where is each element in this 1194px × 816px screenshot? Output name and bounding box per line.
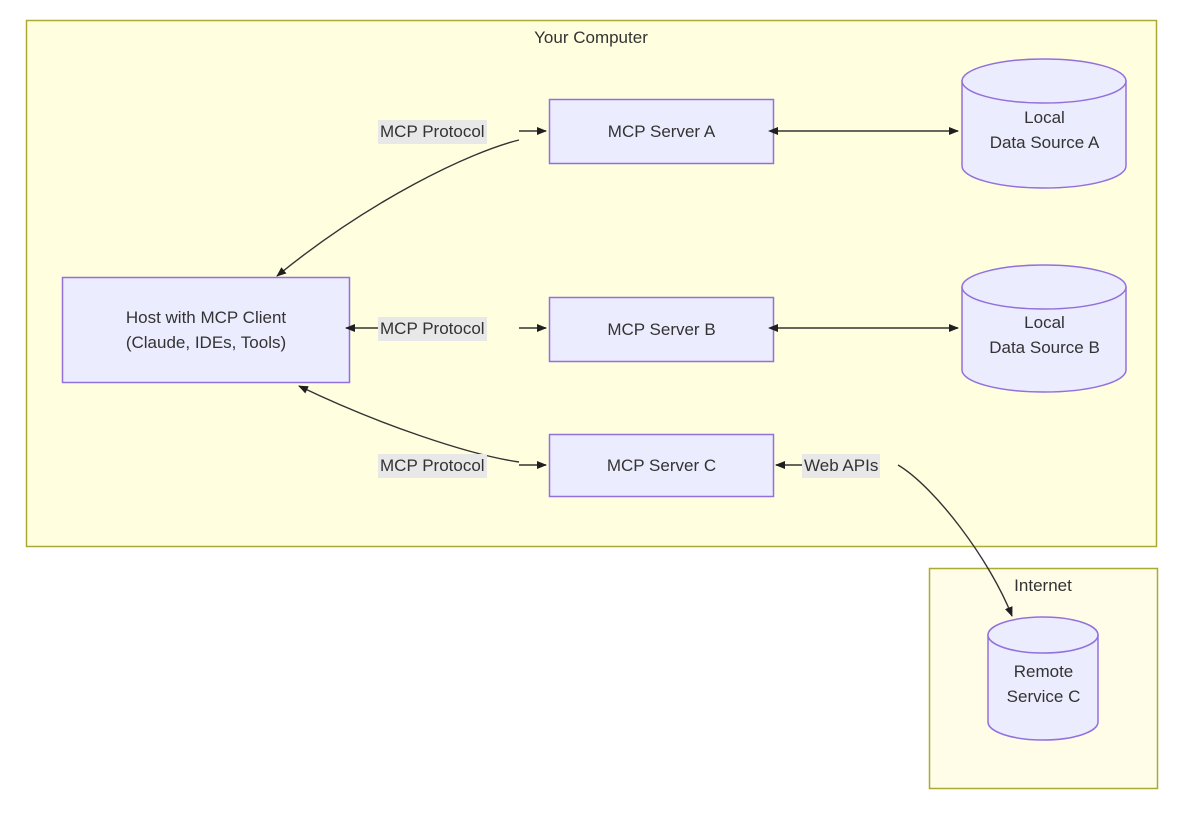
edge-label-host-server-b: MCP Protocol <box>378 317 487 341</box>
group-label-internet: Internet <box>1014 576 1072 595</box>
edge-label-host-server-c: MCP Protocol <box>378 454 487 478</box>
edge-label-host-server-a: MCP Protocol <box>378 120 487 144</box>
group-label-your-computer: Your Computer <box>534 28 648 47</box>
node-server-b-shape[interactable] <box>548 296 775 363</box>
edge-label-web-apis: Web APIs <box>802 454 881 478</box>
node-data-source-a-shape[interactable] <box>961 58 1127 189</box>
node-remote-service-c-shape[interactable] <box>987 616 1099 741</box>
node-data-source-b-shape[interactable] <box>961 264 1127 393</box>
edge-web-apis-remote-service-c <box>897 464 1013 617</box>
node-host-shape[interactable] <box>61 276 351 384</box>
node-server-a-shape[interactable] <box>548 98 775 165</box>
edge-host-server-c-curve <box>298 385 520 463</box>
node-server-c-shape[interactable] <box>548 433 775 498</box>
edge-host-server-a-curve <box>276 139 520 277</box>
